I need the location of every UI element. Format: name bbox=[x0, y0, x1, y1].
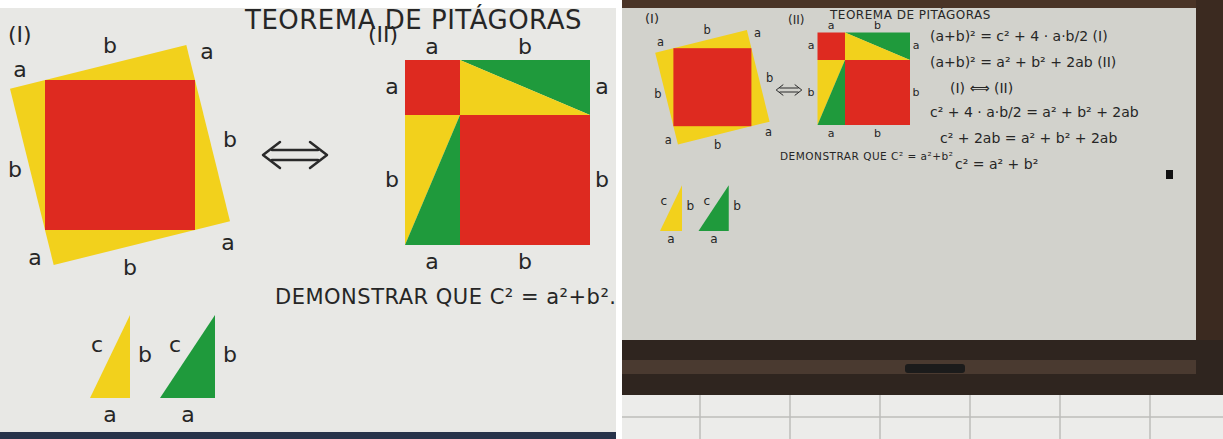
side-label: b bbox=[518, 34, 532, 59]
board-tray bbox=[622, 340, 1223, 395]
side-label: b bbox=[595, 167, 609, 192]
side-label: b bbox=[733, 200, 741, 214]
figure-number: (II) bbox=[368, 22, 398, 47]
tilted-square-figure bbox=[10, 45, 230, 265]
side-label: b bbox=[518, 249, 532, 274]
side-label: b bbox=[223, 342, 237, 367]
statement-text: DEMONSTRAR QUE C² = a²+b². bbox=[275, 285, 617, 309]
side-label: b bbox=[808, 86, 815, 99]
side-label: a bbox=[665, 134, 672, 147]
side-label: b bbox=[103, 33, 117, 58]
side-label: a bbox=[103, 402, 116, 427]
triangle-pieces bbox=[660, 185, 729, 231]
equation-text: c² + 4 · a·b/2 = a² + b² + 2ab bbox=[930, 104, 1139, 120]
equation-text: (a+b)² = c² + 4 · a·b/2 (I) bbox=[930, 28, 1108, 44]
equivalence-arrow bbox=[263, 142, 327, 168]
side-label: a bbox=[657, 36, 664, 49]
side-label: b bbox=[874, 127, 881, 140]
equation-text: c² + 2ab = a² + b² + 2ab bbox=[940, 130, 1117, 146]
whiteboard bbox=[0, 0, 616, 439]
equation-text: (a+b)² = a² + b² + 2ab (II) bbox=[930, 54, 1116, 70]
side-label: b bbox=[138, 342, 152, 367]
side-label: b bbox=[8, 157, 22, 182]
side-label: a bbox=[28, 245, 41, 270]
side-label: a bbox=[181, 402, 194, 427]
split-square-figure bbox=[818, 33, 911, 126]
side-label: b bbox=[704, 24, 711, 37]
figure-number: (II) bbox=[788, 14, 804, 28]
figure-number: (I) bbox=[8, 22, 32, 47]
side-label: a bbox=[754, 27, 761, 40]
side-label: b bbox=[654, 88, 661, 101]
side-label: a bbox=[425, 34, 438, 59]
side-label: b bbox=[385, 167, 399, 192]
side-label: b bbox=[223, 127, 237, 152]
side-label: a bbox=[667, 233, 674, 247]
magnet bbox=[1166, 170, 1173, 179]
side-label: a bbox=[828, 20, 835, 33]
equation-text: (I) ⟺ (II) bbox=[950, 80, 1013, 96]
side-label: c bbox=[703, 195, 710, 209]
side-label: c bbox=[91, 332, 103, 357]
side-label: a bbox=[710, 233, 717, 247]
side-label: a bbox=[913, 40, 920, 53]
side-label: a bbox=[425, 249, 438, 274]
side-label: b bbox=[686, 200, 694, 214]
side-label: c bbox=[169, 332, 181, 357]
tile-wall bbox=[622, 395, 1223, 439]
statement-text: DEMONSTRAR QUE C² = a²+b² bbox=[780, 150, 953, 162]
side-label: a bbox=[221, 230, 234, 255]
side-label: a bbox=[808, 40, 815, 53]
side-label: a bbox=[765, 126, 772, 139]
side-label: c bbox=[661, 195, 668, 209]
side-label: a bbox=[385, 74, 398, 99]
side-label: b bbox=[913, 86, 920, 99]
triangle-pieces bbox=[90, 315, 215, 398]
side-label: b bbox=[766, 73, 773, 86]
side-label: b bbox=[714, 139, 721, 152]
eraser bbox=[905, 364, 965, 373]
side-label: a bbox=[828, 127, 835, 140]
side-label: b bbox=[123, 255, 137, 280]
tilted-square-figure bbox=[655, 30, 769, 144]
side-label: a bbox=[595, 74, 608, 99]
side-label: a bbox=[13, 57, 26, 82]
board-frame bbox=[622, 0, 1223, 8]
split-square-figure bbox=[405, 60, 590, 245]
whiteboard bbox=[622, 8, 1196, 340]
figure-number: (I) bbox=[645, 12, 659, 27]
side-label: a bbox=[200, 39, 213, 64]
title-text: TEOREMA DE PITÁGORAS bbox=[830, 9, 991, 23]
equivalence-arrow bbox=[776, 85, 802, 95]
side-label: b bbox=[874, 20, 881, 33]
equation-text: c² = a² + b² bbox=[955, 156, 1038, 172]
title-text: TEOREMA DE PITÁGORAS bbox=[245, 6, 582, 36]
